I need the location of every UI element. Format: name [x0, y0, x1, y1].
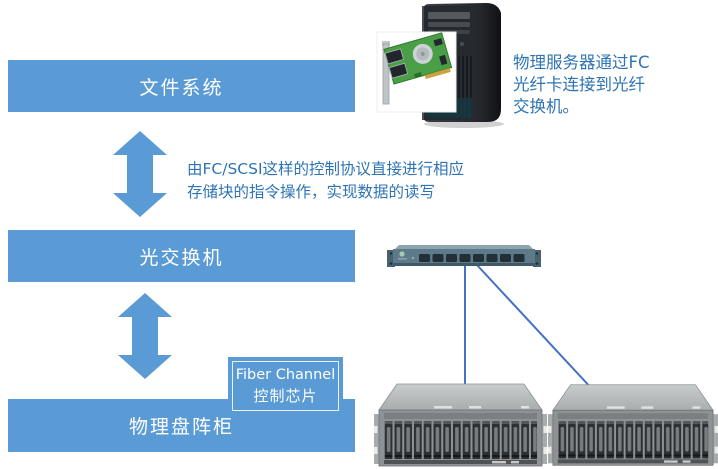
layer-box-file-system: 文件系统 — [8, 60, 355, 112]
server-note-line-3: 交换机。 — [513, 97, 579, 116]
server-tower-icon — [376, 3, 504, 128]
fc-chip-label-line-2: 控制芯片 — [253, 387, 318, 405]
disk-array-icon — [548, 384, 718, 466]
fc-hba-card-icon — [376, 31, 457, 113]
fiber-channel-chip-label: Fiber Channel 控制芯片 — [228, 357, 343, 415]
protocol-note: 由FC/SCSI这样的控制协议直接进行相应 存储块的指令操作，实现数据的读写 — [187, 158, 464, 204]
fiber-switch-icon — [387, 245, 541, 267]
layer-label-optical-switch: 光交换机 — [139, 246, 224, 269]
up-down-arrow-icon — [118, 293, 172, 379]
layer-box-optical-switch: 光交换机 — [8, 230, 355, 282]
protocol-note-line-1: 由FC/SCSI这样的控制协议直接进行相应 — [187, 160, 465, 178]
layer-label-file-system: 文件系统 — [139, 76, 224, 99]
up-down-arrow-icon — [113, 131, 167, 217]
server-note-line-1: 物理服务器通过FC — [513, 53, 650, 72]
disk-array-icon — [374, 383, 547, 467]
fc-chip-label-line-1: Fiber Channel — [235, 367, 336, 383]
fiber-channel-chip-label-inner: Fiber Channel 控制芯片 — [232, 361, 339, 411]
protocol-note-line-2: 存储块的指令操作，实现数据的读写 — [187, 183, 436, 201]
server-note: 物理服务器通过FC 光纤卡连接到光纤 交换机。 — [513, 52, 650, 118]
layer-label-disk-array-cabinet: 物理盘阵柜 — [128, 416, 234, 438]
server-note-line-2: 光纤卡连接到光纤 — [513, 75, 645, 94]
